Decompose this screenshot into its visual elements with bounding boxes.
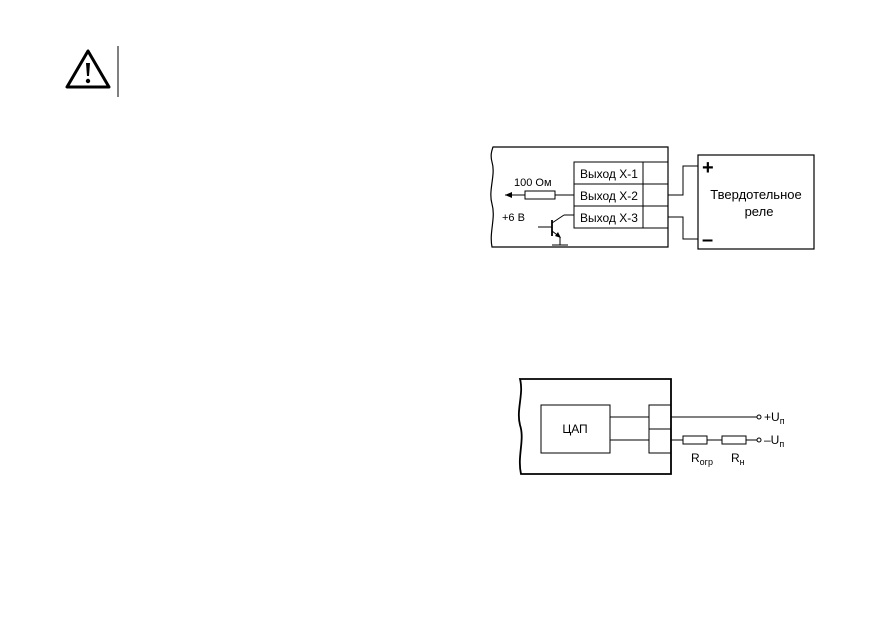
transistor-symbol xyxy=(538,214,574,246)
relay-diagram: Выход Х-1 Выход Х-2 Выход Х-3 100 Ом +6 … xyxy=(490,146,815,251)
plus-terminal-label: +Uп xyxy=(764,410,785,426)
supply-label: +6 В xyxy=(502,212,525,224)
resistor-load xyxy=(721,435,747,445)
r-load-label: Rн xyxy=(731,451,745,467)
resistor-label: 100 Ом xyxy=(514,177,552,189)
output-x2-label: Выход Х-2 xyxy=(580,189,638,203)
relay-label-line2: реле xyxy=(745,204,774,219)
device-body xyxy=(490,146,669,248)
relay-plus: + xyxy=(702,157,714,179)
wire-plus xyxy=(668,165,698,196)
relay-minus: – xyxy=(702,229,713,251)
arrow-left-icon xyxy=(505,192,512,198)
warning-icon xyxy=(65,49,111,89)
output-x1-label: Выход Х-1 xyxy=(580,167,638,181)
resistor-limit xyxy=(682,435,708,445)
solid-state-relay xyxy=(697,154,815,250)
output-x3-label: Выход Х-3 xyxy=(580,211,638,225)
plus-terminal xyxy=(756,414,762,420)
dac-label: ЦАП xyxy=(562,422,587,436)
dac-block xyxy=(540,404,611,454)
minus-terminal-label: –Uп xyxy=(764,433,784,449)
dac-diagram: ЦАП +Uп –Uп Rогр Rн xyxy=(517,378,785,475)
relay-label-line1: Твердотельное xyxy=(710,187,801,202)
resistor-100-ohm xyxy=(524,190,556,200)
minus-terminal xyxy=(756,437,762,443)
wire-minus xyxy=(668,216,698,240)
r-limit-label: Rогр xyxy=(691,451,713,467)
device-body xyxy=(517,378,672,475)
